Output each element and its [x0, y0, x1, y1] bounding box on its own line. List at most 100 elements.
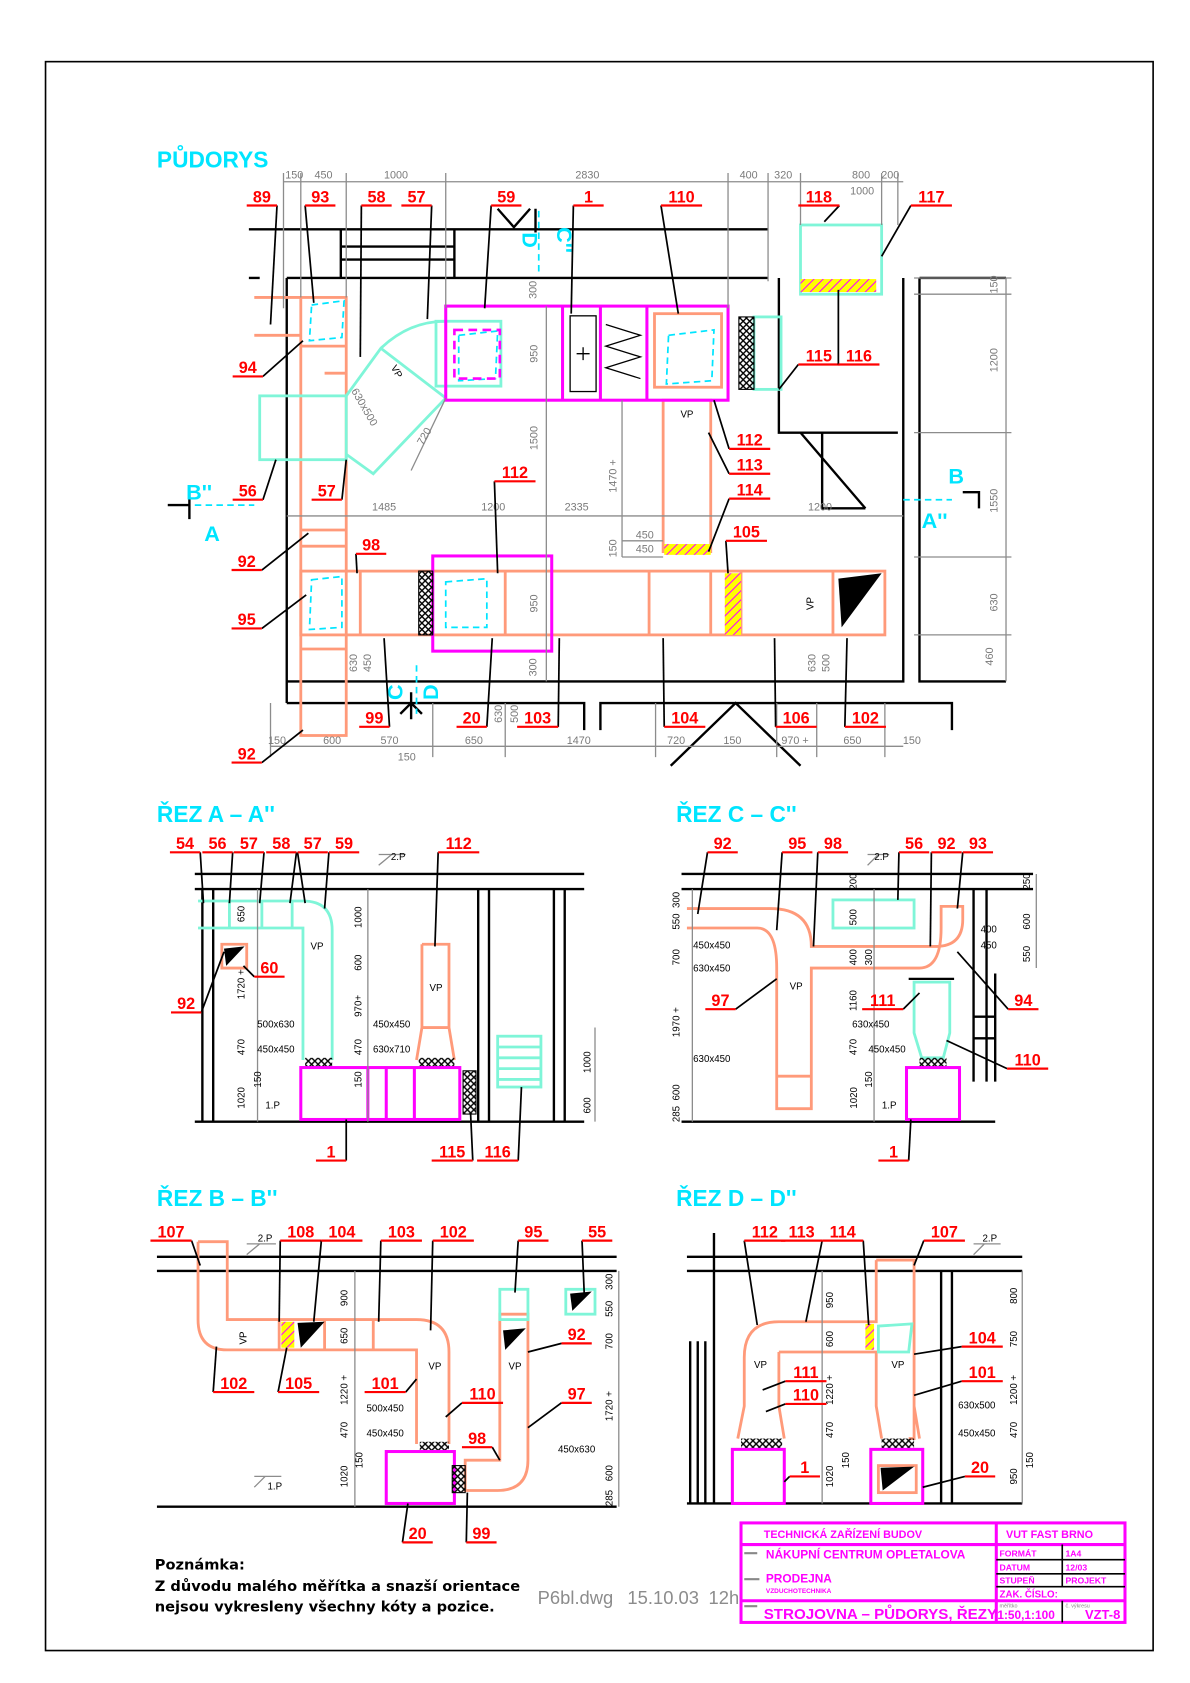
- tb-order-label: ZAK. ČÍSLO:: [1000, 1589, 1058, 1601]
- section-label: 630x500: [958, 1400, 996, 1411]
- position-callout: 105: [285, 1375, 312, 1393]
- position-callout: 95: [524, 1223, 542, 1241]
- section-label: 1970 +: [671, 1007, 682, 1037]
- section-label: 2.P: [258, 1234, 273, 1245]
- callout-leader: [773, 638, 777, 727]
- section-label: 1000: [583, 1051, 594, 1073]
- position-callout: 112: [752, 1223, 778, 1241]
- position-callout: 107: [931, 1223, 958, 1241]
- section-label: 1220 +: [825, 1375, 836, 1405]
- position-callout: 101: [969, 1364, 996, 1382]
- dimension-text: 2830: [575, 169, 599, 181]
- section-label: 500x450: [367, 1404, 405, 1415]
- plan-ducts: [254, 296, 887, 737]
- callout-leader: [212, 1346, 218, 1393]
- section-a-labels: 2.P1.PVPVP500x630450x450450x450630x71065…: [237, 852, 594, 1114]
- callout-leader: [429, 1240, 434, 1331]
- position-callout: 20: [971, 1459, 989, 1477]
- tb-school: VUT FAST BRNO: [1006, 1529, 1093, 1541]
- tb-date: 12/03: [1066, 1563, 1088, 1573]
- section-label: 1.P: [265, 1101, 280, 1112]
- section-label: 600: [604, 1464, 615, 1481]
- section-label: VP: [790, 982, 803, 993]
- damper-hatch: [800, 279, 877, 293]
- callout-leader: [258, 852, 265, 904]
- section-label: VP: [754, 1360, 767, 1371]
- position-callout: 104: [671, 710, 698, 728]
- plan-walls: [248, 228, 1007, 767]
- vp-label: VP: [388, 364, 404, 381]
- callout-leader: [493, 481, 499, 574]
- callout-leader: [765, 1403, 786, 1413]
- section-label: 630x450: [693, 963, 731, 974]
- section-c-geometry: [681, 853, 1037, 1123]
- section-label: 2.P: [874, 852, 889, 863]
- section-label: 470: [353, 1038, 364, 1055]
- tb-format-label: FORMÁT: [1000, 1548, 1038, 1558]
- position-callout: 92: [938, 835, 956, 853]
- callout-leader: [405, 1378, 418, 1393]
- callout-leader: [277, 1347, 288, 1393]
- dimension-text: 1000: [850, 186, 874, 198]
- position-callout: 93: [311, 188, 329, 206]
- position-callout: 110: [469, 1386, 495, 1404]
- section-label: 470: [339, 1421, 350, 1438]
- position-callout: 102: [220, 1375, 247, 1393]
- section-label: 600: [583, 1097, 594, 1114]
- section-label: 550: [604, 1300, 615, 1317]
- plan-units: [418, 304, 755, 653]
- callout-leader: [269, 205, 278, 325]
- section-label: 450: [981, 941, 998, 952]
- section-label: 1020: [339, 1465, 350, 1487]
- section-label: 630x710: [373, 1044, 411, 1055]
- dimension-text: 630: [807, 654, 819, 672]
- position-callout: 112: [737, 432, 763, 450]
- plan-fresh-air-ducts: [258, 223, 884, 631]
- position-callout: 93: [969, 835, 987, 853]
- position-callout: 97: [568, 1386, 586, 1404]
- section-label: 950: [825, 1291, 836, 1308]
- position-callout: 108: [287, 1223, 314, 1241]
- callout-leader: [743, 1240, 759, 1326]
- callout-leader: [341, 459, 348, 500]
- section-b-geometry: [156, 1240, 620, 1508]
- callout-leader: [517, 1086, 523, 1161]
- position-callout: 57: [408, 188, 426, 206]
- section-a-title: ŘEZ A – A'': [157, 801, 275, 827]
- dimension-text: 1470 +: [608, 459, 620, 492]
- dimension-text: 320: [774, 169, 792, 181]
- position-callout: 106: [783, 710, 810, 728]
- section-label: 450x450: [367, 1428, 405, 1439]
- tb-subject: TECHNICKÁ ZAŘÍZENÍ BUDOV: [764, 1528, 923, 1541]
- section-a-geometry: [194, 853, 596, 1123]
- section-label: 600: [825, 1330, 836, 1347]
- section-cut-label: C: [382, 684, 407, 700]
- section-label: 630x450: [693, 1054, 731, 1065]
- vp-label: VP: [680, 410, 693, 421]
- callout-leader: [527, 1342, 562, 1353]
- dimension-text: 150: [988, 275, 1000, 293]
- callout-leader: [491, 1446, 501, 1461]
- tb-date-label: DATUM: [1000, 1563, 1031, 1573]
- section-label: 1720 +: [237, 969, 248, 999]
- callout-leader: [289, 852, 298, 904]
- dimension-text: 450: [315, 169, 333, 181]
- dimension-text: 400: [740, 169, 758, 181]
- file-name: P6bl.dwg: [538, 1587, 614, 1608]
- position-callout: 102: [440, 1223, 467, 1241]
- dimension-text: 150: [903, 735, 921, 747]
- callout-leader: [323, 852, 330, 909]
- position-callout: 56: [905, 835, 923, 853]
- file-time: 12h: [709, 1587, 740, 1608]
- callout-leader: [581, 1240, 586, 1293]
- section-label: 950: [1009, 1468, 1020, 1485]
- position-callout: 116: [846, 347, 872, 365]
- callout-leader: [383, 638, 391, 727]
- position-callout: 97: [711, 992, 729, 1010]
- section-label: 900: [339, 1289, 350, 1306]
- position-callout: 58: [367, 188, 385, 206]
- section-label: 150: [1025, 1451, 1036, 1468]
- dimension-text: 450: [362, 654, 374, 672]
